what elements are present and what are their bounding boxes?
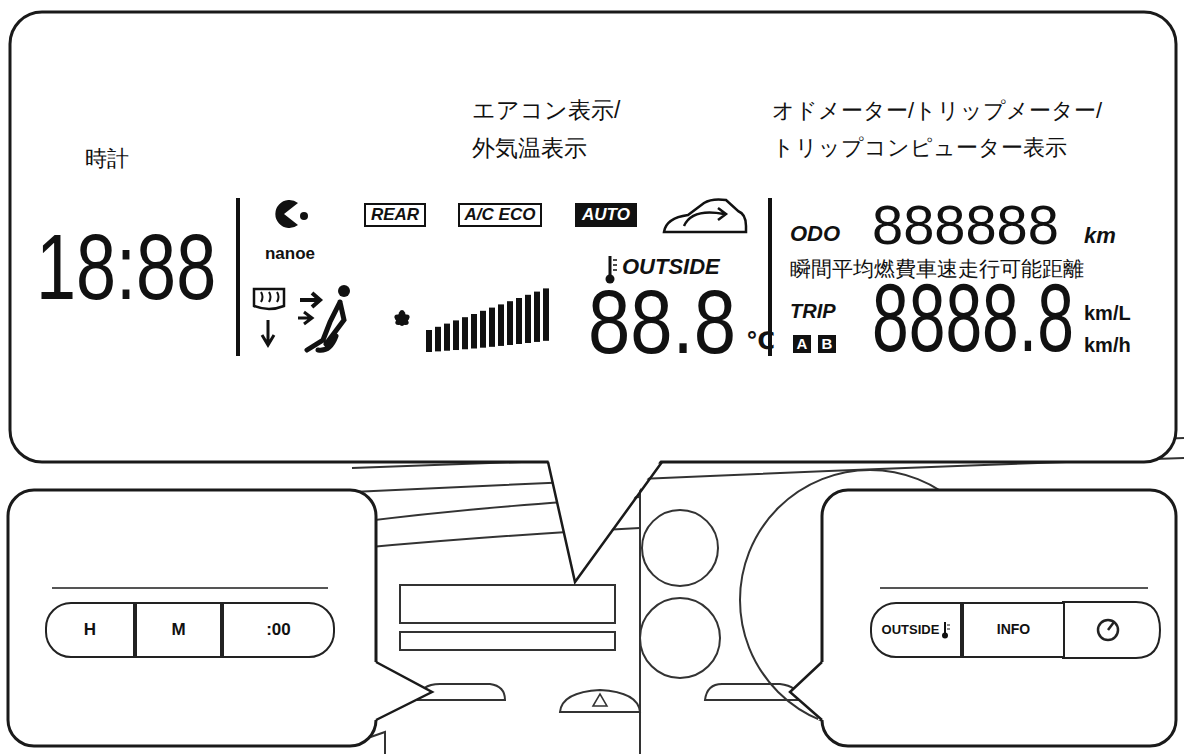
section-label: 時計 bbox=[85, 146, 129, 171]
fan-icon bbox=[393, 310, 412, 327]
leader-line bbox=[548, 462, 662, 582]
gauge-icon bbox=[1098, 620, 1118, 640]
display-frame bbox=[400, 585, 615, 623]
display-frame bbox=[400, 632, 615, 650]
odometer-digits: 888888 bbox=[872, 197, 1059, 253]
unit-label: km bbox=[1084, 223, 1116, 248]
info-button: INFO bbox=[962, 602, 1065, 658]
fan-bar bbox=[471, 314, 477, 349]
node-text: :00 bbox=[266, 621, 291, 640]
fan-bar bbox=[480, 311, 486, 348]
left-callout bbox=[8, 490, 432, 746]
clock-button: :00 bbox=[222, 602, 335, 658]
callout-frame bbox=[822, 490, 1176, 746]
fan-bar bbox=[525, 295, 531, 343]
fan-bar bbox=[534, 292, 540, 342]
thermometer-ticks bbox=[947, 625, 950, 629]
callout-pointer bbox=[548, 458, 662, 582]
defrost-icon bbox=[254, 289, 284, 309]
node-text: AUTO bbox=[582, 206, 630, 225]
trip-button bbox=[1063, 602, 1160, 658]
airflow-arrow bbox=[262, 320, 274, 345]
node-text: A bbox=[797, 336, 808, 353]
callout-frame bbox=[10, 12, 1176, 462]
fan-blade bbox=[393, 312, 411, 327]
divider bbox=[236, 198, 240, 356]
unit-label: ℃ bbox=[746, 328, 775, 356]
temperature-digits: 88.8 bbox=[588, 276, 736, 367]
nanoe-icon bbox=[300, 212, 308, 220]
right-callout bbox=[790, 490, 1176, 746]
indicator-box: AUTO bbox=[575, 203, 637, 228]
defrost-icon bbox=[261, 292, 279, 302]
nanoe-label: nanoe bbox=[265, 244, 315, 264]
odo-indicator: ODO bbox=[790, 221, 840, 246]
recirculation-arrow bbox=[684, 208, 726, 226]
fan-bar bbox=[498, 304, 504, 346]
node-text: M bbox=[171, 621, 185, 640]
button-bevel bbox=[52, 587, 328, 589]
fan-bar bbox=[462, 317, 468, 349]
gauge bbox=[642, 510, 718, 586]
unit-label: km/L bbox=[1084, 302, 1131, 325]
fan-bar bbox=[543, 288, 549, 340]
clock-button: H bbox=[45, 602, 135, 658]
fan-bar bbox=[444, 324, 450, 351]
car-icon bbox=[664, 199, 746, 232]
indicator-box: REAR bbox=[364, 203, 426, 228]
fan-bar bbox=[516, 298, 522, 344]
node-text: OUTSIDE bbox=[882, 623, 940, 637]
unit-label: km/h bbox=[1084, 334, 1131, 357]
person-icon bbox=[338, 285, 350, 297]
nanoe-icon bbox=[275, 200, 298, 228]
callout-pointer bbox=[374, 660, 432, 722]
fan-bar bbox=[453, 320, 459, 350]
trip-selector: B bbox=[818, 335, 837, 354]
trip-digits: 8888.8 bbox=[872, 270, 1074, 366]
trip-indicator: TRIP bbox=[790, 300, 836, 323]
airflow-arrow bbox=[298, 312, 312, 324]
callout-frame bbox=[8, 490, 376, 746]
node-text: REAR bbox=[371, 206, 419, 225]
gauge-needle bbox=[1108, 622, 1114, 630]
display-callout bbox=[10, 12, 1176, 582]
leader-line bbox=[376, 662, 432, 720]
clock-digits: 18:88 bbox=[36, 220, 216, 314]
leader-line bbox=[790, 662, 822, 720]
thermometer-bulb bbox=[942, 633, 948, 639]
thermometer-icon bbox=[609, 256, 612, 276]
node-text: INFO bbox=[997, 622, 1030, 637]
fan-bar bbox=[426, 330, 432, 352]
dashboard bbox=[352, 438, 1184, 754]
indicator-box: A/C ECO bbox=[458, 203, 543, 228]
callout-gap bbox=[370, 662, 380, 720]
callout-gap bbox=[818, 662, 826, 720]
gauge bbox=[640, 598, 720, 678]
airflow-arrow bbox=[300, 293, 320, 307]
fan-bar bbox=[489, 308, 495, 347]
thermometer-icon bbox=[613, 260, 617, 270]
node-text: H bbox=[84, 621, 96, 640]
button-cluster bbox=[705, 684, 800, 700]
fan-blade bbox=[394, 312, 412, 327]
thermometer-stem bbox=[944, 622, 946, 634]
clock-button: M bbox=[135, 602, 222, 658]
node-text: B bbox=[822, 336, 833, 353]
section-label: オドメーター/トリップメーター/ トリップコンピューター表示 bbox=[772, 92, 1128, 167]
thermometer-icon bbox=[942, 621, 950, 639]
button-bevel bbox=[880, 587, 1148, 589]
hazard-symbol bbox=[593, 694, 607, 706]
hazard-button bbox=[560, 690, 640, 712]
trip-selector: A bbox=[793, 335, 812, 354]
section-label: エアコン表示/ 外気温表示 bbox=[472, 92, 624, 168]
outside-button: OUTSIDE bbox=[870, 602, 962, 658]
fan-level-bars bbox=[426, 288, 549, 352]
node-text: A/C ECO bbox=[465, 206, 536, 225]
person-icon bbox=[307, 302, 344, 350]
fan-bar bbox=[507, 301, 513, 345]
fan-bar bbox=[435, 327, 441, 352]
